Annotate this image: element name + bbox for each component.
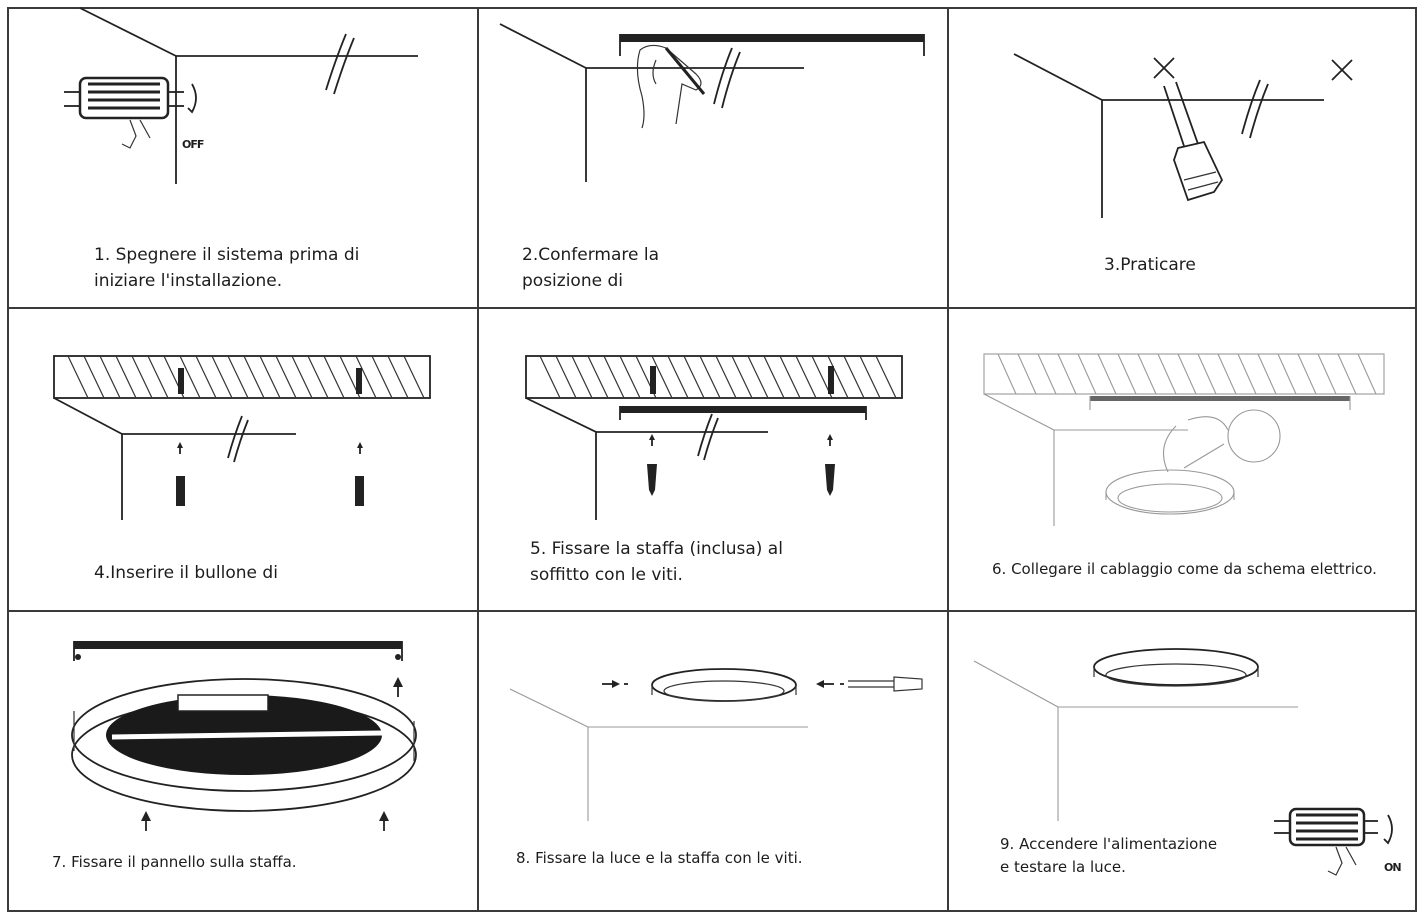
step-1-switch-label: OFF — [182, 138, 204, 151]
step-8-caption: 8. Fissare la luce e la staffa con le vi… — [516, 849, 803, 867]
arrow-right-icon — [602, 680, 628, 688]
step-9-illustration — [973, 648, 1393, 876]
switch-on-icon — [1274, 807, 1393, 876]
step-6-illustration — [983, 353, 1385, 526]
step-1-caption: 1. Spegnere il sistema prima di iniziare… — [94, 245, 360, 292]
step-4-illustration — [53, 355, 431, 520]
drill-mark-left-icon — [1153, 57, 1175, 79]
arrow-up-left-icon — [141, 811, 151, 831]
switch-off-icon — [64, 76, 197, 149]
led-panel-icon — [1105, 469, 1235, 515]
step-1-illustration — [64, 7, 418, 184]
step-8-illustration — [509, 668, 923, 821]
step-2-illustration — [499, 23, 925, 182]
step-2: 2.Confermare la posizione di — [478, 8, 948, 308]
hand-marking-icon — [636, 44, 706, 129]
step-5-caption: 5. Fissare la staffa (inclusa) al soffit… — [530, 539, 783, 586]
step-9-caption: 9. Accendere l'alimentazione e testare l… — [1000, 835, 1218, 877]
arrow-left-icon — [816, 680, 844, 688]
step-6-caption: 6. Collegare il cablaggio come da schema… — [992, 560, 1377, 578]
led-panel-icon — [1093, 648, 1259, 687]
step-7-caption: 7. Fissare il pannello sulla staffa. — [52, 853, 297, 871]
step-3-caption: 3.Praticare — [1104, 255, 1196, 275]
bracket-icon — [73, 641, 403, 661]
ceiling-section-icon — [525, 355, 903, 399]
anchor-bolt-left-icon — [176, 442, 185, 506]
step-8: 8. Fissare la luce e la staffa con le vi… — [478, 611, 948, 911]
step-9: ON 9. Accendere l'alimentazione e testar… — [948, 611, 1416, 911]
step-5: 5. Fissare la staffa (inclusa) al soffit… — [478, 308, 948, 611]
screw-left-icon — [647, 434, 657, 496]
step-9-switch-label: ON — [1384, 861, 1402, 874]
step-5-illustration — [525, 355, 903, 520]
arrow-up-right-icon — [379, 811, 389, 831]
step-4-caption: 4.Inserire il bullone di — [94, 563, 278, 583]
bracket-icon — [619, 406, 867, 420]
step-7-illustration — [71, 641, 417, 831]
step-7: 7. Fissare il pannello sulla staffa. — [8, 611, 478, 911]
step-2-caption: 2.Confermare la posizione di — [522, 245, 659, 292]
step-3-illustration — [1013, 53, 1353, 218]
screw-icon — [848, 676, 923, 692]
led-panel-icon — [71, 678, 417, 812]
led-panel-icon — [651, 668, 797, 702]
drill-mark-right-icon — [1331, 59, 1353, 81]
wiring-connector-icon — [1162, 409, 1281, 473]
step-1: OFF 1. Spegnere il sistema prima di iniz… — [8, 7, 478, 308]
step-4: 4.Inserire il bullone di — [8, 308, 478, 611]
ceiling-section-icon — [53, 355, 431, 399]
arrow-up-icon — [393, 677, 403, 697]
bracket-icon — [619, 34, 925, 56]
anchor-bolt-right-icon — [355, 442, 364, 506]
ceiling-section-icon — [983, 353, 1385, 395]
drill-icon — [1163, 81, 1224, 202]
bracket-icon — [1089, 396, 1351, 410]
step-6: 6. Collegare il cablaggio come da schema… — [948, 308, 1416, 611]
screw-right-icon — [825, 434, 835, 496]
step-3: 3.Praticare — [948, 8, 1416, 308]
